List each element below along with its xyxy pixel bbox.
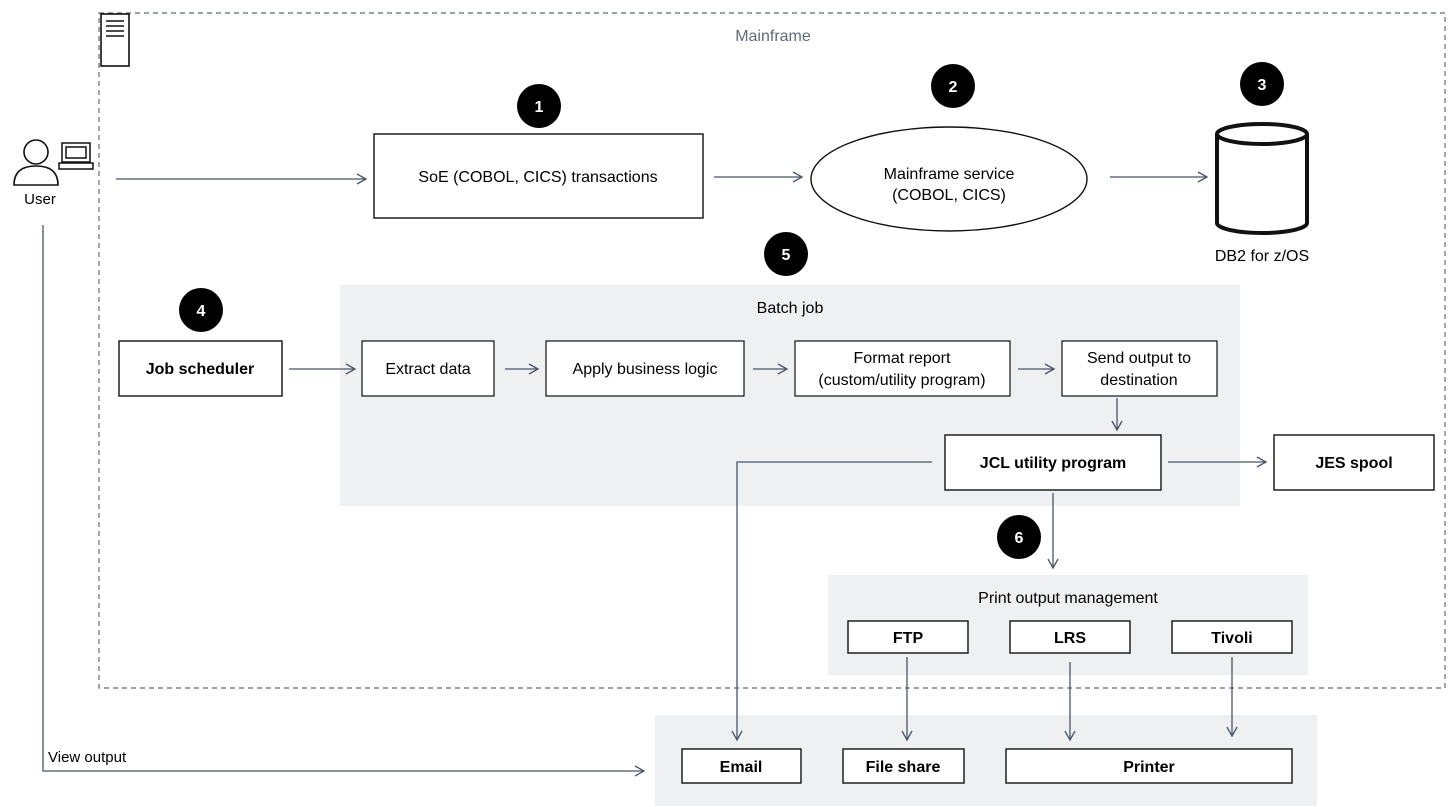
jes-spool-label: JES spool: [1315, 455, 1392, 472]
soe-transactions-box: [373, 133, 704, 219]
svg-text:4: 4: [197, 303, 206, 320]
server-icon: [100, 13, 130, 67]
lrs-label: LRS: [1054, 630, 1086, 647]
format-report-sublabel: (custom/utility program): [818, 372, 985, 389]
file-share-box: [842, 748, 965, 784]
arrow-user-view-output: [42, 225, 646, 777]
apply-business-logic-label: Apply business logic: [573, 361, 718, 378]
step-badge-3: 3: [1240, 62, 1284, 106]
step-badge-2: 2: [931, 64, 975, 108]
jcl-utility-program-label: JCL utility program: [980, 455, 1126, 472]
step-badge-4: 4: [179, 288, 223, 332]
extract-data-label: Extract data: [385, 361, 470, 378]
mainframe-service-label: Mainframe service: [884, 166, 1015, 183]
email-label: Email: [720, 759, 763, 776]
laptop-icon: [58, 142, 94, 170]
ftp-box: [847, 620, 969, 654]
print-output-management-label: Print output management: [978, 590, 1158, 607]
svg-text:6: 6: [1015, 530, 1024, 547]
step-badge-6: 6: [997, 515, 1041, 559]
printer-box: [1005, 748, 1293, 784]
lrs-box: [1009, 620, 1131, 654]
user-icon: [13, 139, 59, 186]
printer-label: Printer: [1123, 759, 1175, 776]
mainframe-label: Mainframe: [735, 28, 811, 45]
send-output-label: Send output to: [1087, 350, 1191, 367]
format-report-box: [794, 340, 1011, 397]
job-scheduler-label: Job scheduler: [146, 361, 254, 378]
svg-text:5: 5: [782, 247, 791, 264]
mainframe-service-ellipse: [810, 126, 1088, 232]
step-badge-1: 1: [517, 84, 561, 128]
svg-text:1: 1: [535, 99, 544, 116]
tivoli-box: [1171, 620, 1293, 654]
format-report-label: Format report: [854, 350, 951, 367]
mainframe-boundary: [98, 12, 1446, 689]
jes-spool-box: [1273, 434, 1435, 491]
soe-transactions-label: SoE (COBOL, CICS) transactions: [418, 169, 657, 186]
tivoli-label: Tivoli: [1211, 630, 1253, 647]
email-box: [681, 748, 802, 784]
job-scheduler-box: [118, 340, 283, 397]
svg-text:3: 3: [1258, 77, 1267, 94]
extract-data-box: [361, 340, 495, 397]
apply-business-logic-box: [545, 340, 745, 397]
database-icon: [1215, 122, 1309, 235]
file-share-label: File share: [866, 759, 941, 776]
connectors: [42, 171, 1268, 777]
db2-label: DB2 for z/OS: [1215, 248, 1309, 265]
jcl-utility-program-box: [944, 434, 1162, 491]
user-label: User: [24, 191, 56, 208]
batch-job-label: Batch job: [757, 300, 824, 317]
svg-text:2: 2: [949, 79, 958, 96]
arrow-jcl-to-email: [731, 461, 932, 742]
send-output-sublabel: destination: [1100, 372, 1177, 389]
send-output-box: [1061, 340, 1218, 397]
step-badge-5: 5: [764, 232, 808, 276]
ftp-label: FTP: [893, 630, 924, 647]
mainframe-service-sublabel: (COBOL, CICS): [892, 187, 1006, 204]
view-output-label: View output: [48, 749, 127, 766]
